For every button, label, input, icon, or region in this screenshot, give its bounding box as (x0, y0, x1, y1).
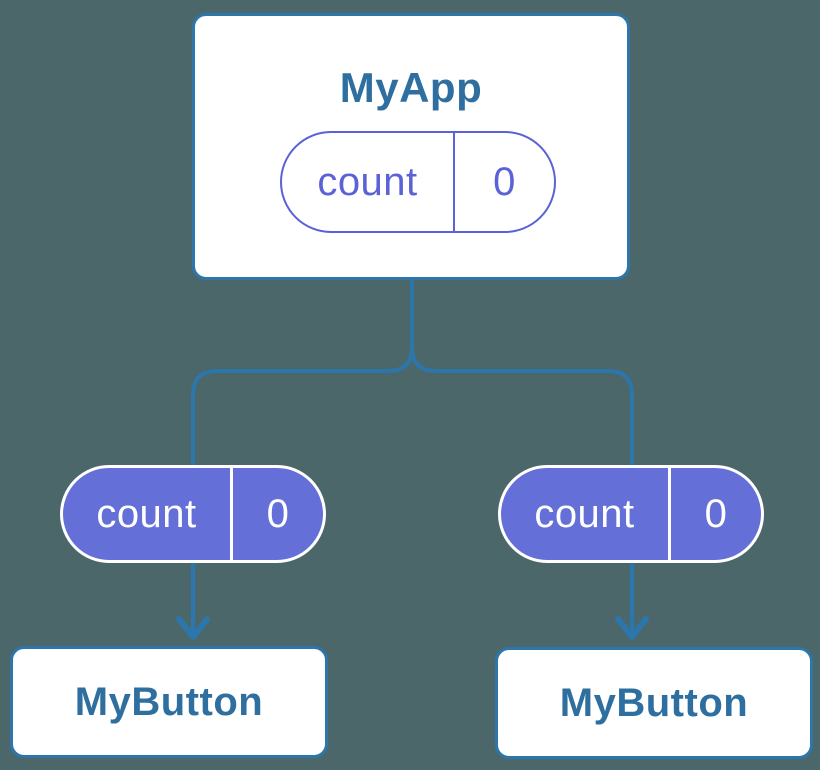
prop-name-label: count (63, 468, 233, 560)
prop-value-label: 0 (266, 491, 290, 536)
prop-pill-right: count 0 (498, 465, 764, 563)
arrow-head-right-icon (615, 616, 649, 640)
branch-line-left (191, 280, 414, 468)
state-name-label: count (282, 133, 455, 231)
prop-name-label: count (501, 468, 671, 560)
child-component-title: MyButton (74, 679, 264, 724)
child-component-title: MyButton (559, 680, 749, 725)
state-value-label: 0 (493, 159, 516, 204)
state-pill-root: count 0 (280, 131, 556, 233)
prop-pill-left: count 0 (60, 465, 326, 563)
root-component-title: MyApp (339, 64, 483, 111)
branch-line-right (410, 280, 634, 468)
component-card-child-right: MyButton (495, 647, 813, 759)
prop-value-label: 0 (704, 491, 728, 536)
component-card-root: MyApp count 0 (192, 13, 630, 280)
component-card-child-left: MyButton (10, 646, 328, 758)
arrow-head-left-icon (176, 616, 210, 640)
